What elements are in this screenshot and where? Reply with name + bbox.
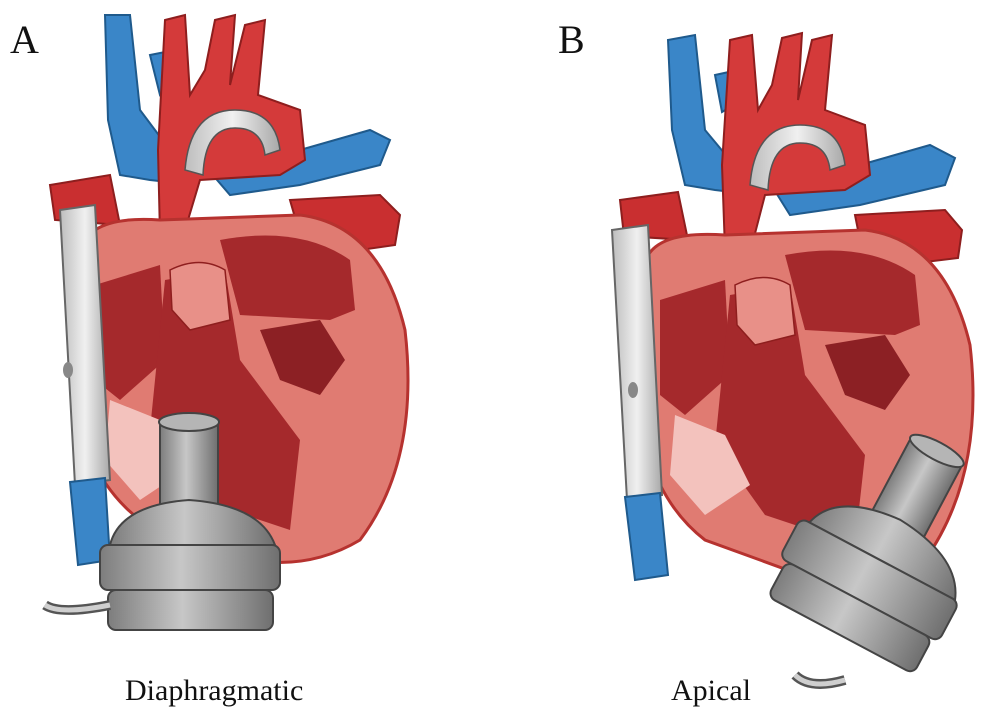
heart-apical xyxy=(612,33,985,684)
heart-diaphragmatic xyxy=(45,15,408,630)
caption-apical: Apical xyxy=(671,676,751,706)
caption-diaphragmatic: Diaphragmatic xyxy=(125,676,303,706)
